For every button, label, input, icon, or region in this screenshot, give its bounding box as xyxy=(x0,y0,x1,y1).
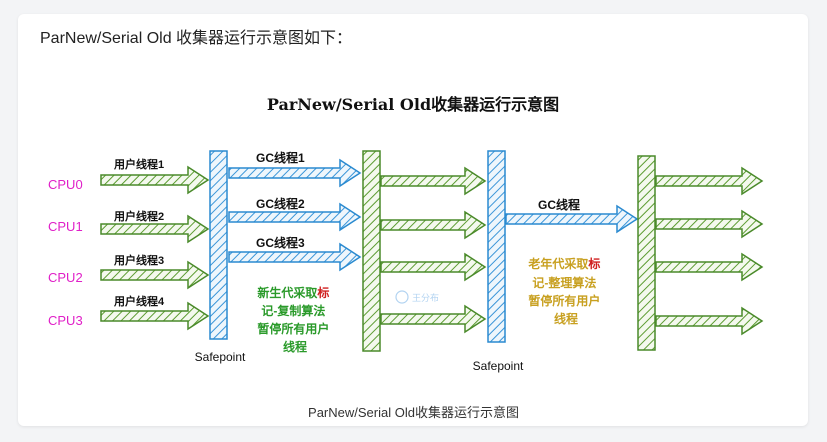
user-thread-label-1: 用户线程1 xyxy=(114,157,164,171)
watermark-text: 王分布 xyxy=(412,292,439,303)
gc-thread-label-2: GC线程2 xyxy=(256,196,305,211)
user-thread-label-4: 用户线程4 xyxy=(114,294,165,308)
user-thread-arrow-1 xyxy=(100,165,210,195)
resumed-thread-arrow-1 xyxy=(380,166,487,196)
old-note: 老年代采取标 记-整理算法 暂停所有用户 线程 xyxy=(528,256,603,326)
user-thread-arrow-4 xyxy=(100,301,210,331)
gc-thread-arrow-2 xyxy=(228,202,362,232)
resumed-thread-arrow-3 xyxy=(380,252,487,282)
figure-caption: ParNew/Serial Old收集器运行示意图 xyxy=(308,405,519,420)
cpu-label-2: CPU2 xyxy=(48,270,83,285)
gc-thread-arrow-1 xyxy=(228,158,362,188)
cpu-label-3: CPU3 xyxy=(48,313,83,328)
final-thread-arrow-1 xyxy=(655,166,764,196)
diagram-title: ParNew/Serial Old收集器运行示意图 xyxy=(267,95,559,114)
watermark: 王分布 xyxy=(395,290,439,304)
cpu-label-0: CPU0 xyxy=(48,177,83,192)
gc-thread-label-1: GC线程1 xyxy=(256,150,305,165)
final-thread-arrow-4 xyxy=(655,306,764,336)
watermark-icon xyxy=(395,290,409,304)
thread-bar-3 xyxy=(637,155,656,351)
user-thread-label-2: 用户线程2 xyxy=(114,209,164,223)
resumed-thread-arrow-4 xyxy=(380,304,487,334)
safepoint-bar-1 xyxy=(209,150,228,340)
final-thread-arrow-3 xyxy=(655,252,764,282)
user-thread-label-3: 用户线程3 xyxy=(114,253,164,267)
cpu-label-1: CPU1 xyxy=(48,219,83,234)
safepoint-label-2: Safepoint xyxy=(473,359,524,373)
safepoint-bar-2 xyxy=(487,150,506,343)
gc-thread-arrow-3 xyxy=(228,242,362,272)
gc-thread-label-3: GC线程3 xyxy=(256,235,305,250)
old-gc-thread-arrow xyxy=(505,204,639,234)
resumed-thread-arrow-2 xyxy=(380,210,487,240)
safepoint-label-1: Safepoint xyxy=(195,350,246,364)
thread-bar-2 xyxy=(362,150,381,352)
final-thread-arrow-2 xyxy=(655,209,764,239)
young-note: 新生代采取标 记-复制算法 暂停所有用户 线程 xyxy=(257,285,332,354)
user-thread-arrow-2 xyxy=(100,214,210,244)
intro-text: ParNew/Serial Old 收集器运行示意图如下： xyxy=(40,30,353,47)
user-thread-arrow-3 xyxy=(100,260,210,290)
old-gc-thread-label: GC线程 xyxy=(538,197,580,212)
